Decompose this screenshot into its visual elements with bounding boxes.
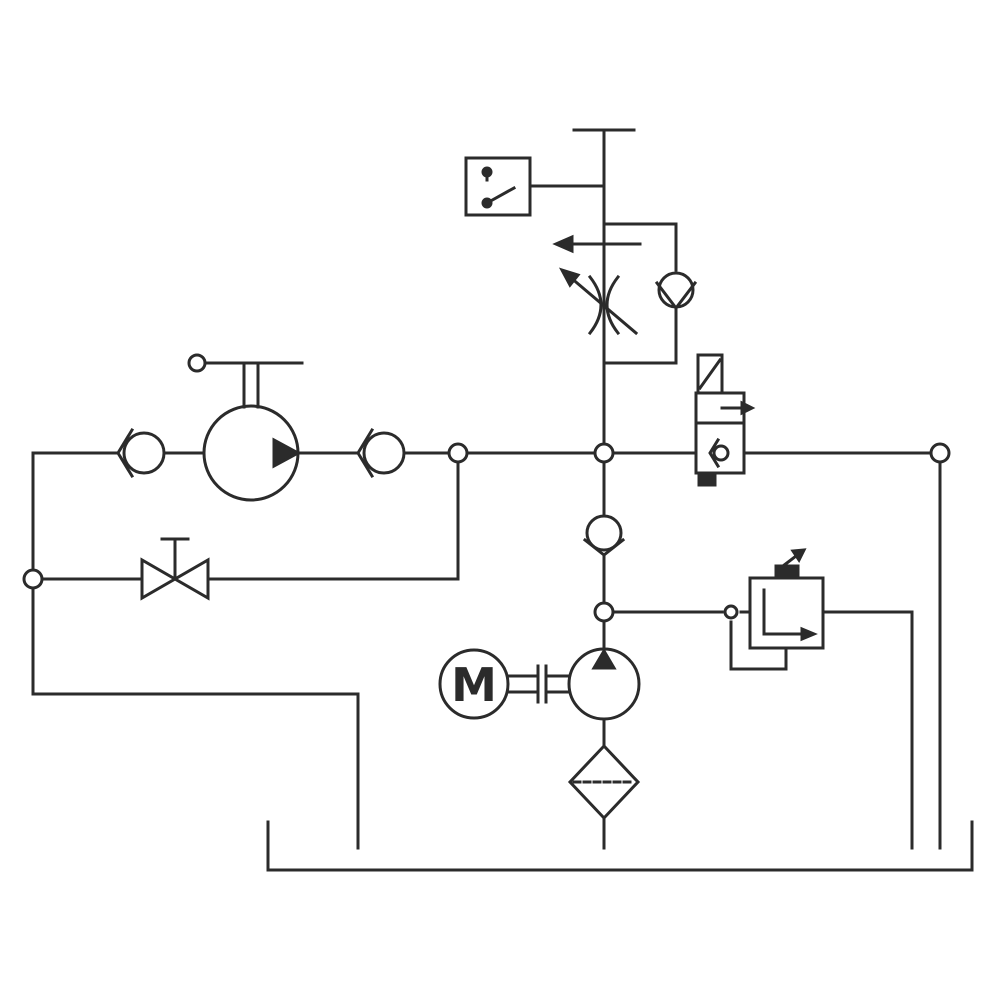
check-valve-bypass	[654, 271, 698, 311]
junction-node	[929, 442, 951, 464]
pipes	[31, 128, 942, 850]
hydraulic-pump	[567, 647, 641, 721]
solenoid-valve	[694, 353, 756, 487]
adjustable-throttle	[558, 267, 639, 336]
valve-spool-lower	[694, 421, 746, 475]
motor-label: M	[451, 658, 497, 712]
check-valve-left	[116, 427, 166, 479]
flow-direction-arrow	[552, 234, 642, 254]
junction-node	[723, 604, 739, 620]
junction-node	[22, 568, 44, 590]
junction-node	[593, 442, 615, 464]
junction-node	[593, 601, 615, 623]
junction-node	[447, 442, 469, 464]
junction-nodes	[22, 442, 951, 623]
check-valve-right	[356, 427, 406, 479]
shutoff-valve	[140, 537, 210, 601]
pressure-relief-valve	[748, 548, 825, 650]
tank	[266, 820, 974, 872]
valve-spring	[697, 471, 717, 487]
hand-pump	[187, 353, 304, 502]
suction-filter	[567, 743, 641, 821]
relief-spring-cap	[774, 564, 800, 580]
check-valve-center	[582, 514, 626, 557]
pressure-switch	[464, 156, 532, 217]
electric-motor: M	[438, 648, 510, 720]
shaft-coupling	[506, 664, 572, 704]
hand-pump-lever-knob	[187, 353, 207, 373]
